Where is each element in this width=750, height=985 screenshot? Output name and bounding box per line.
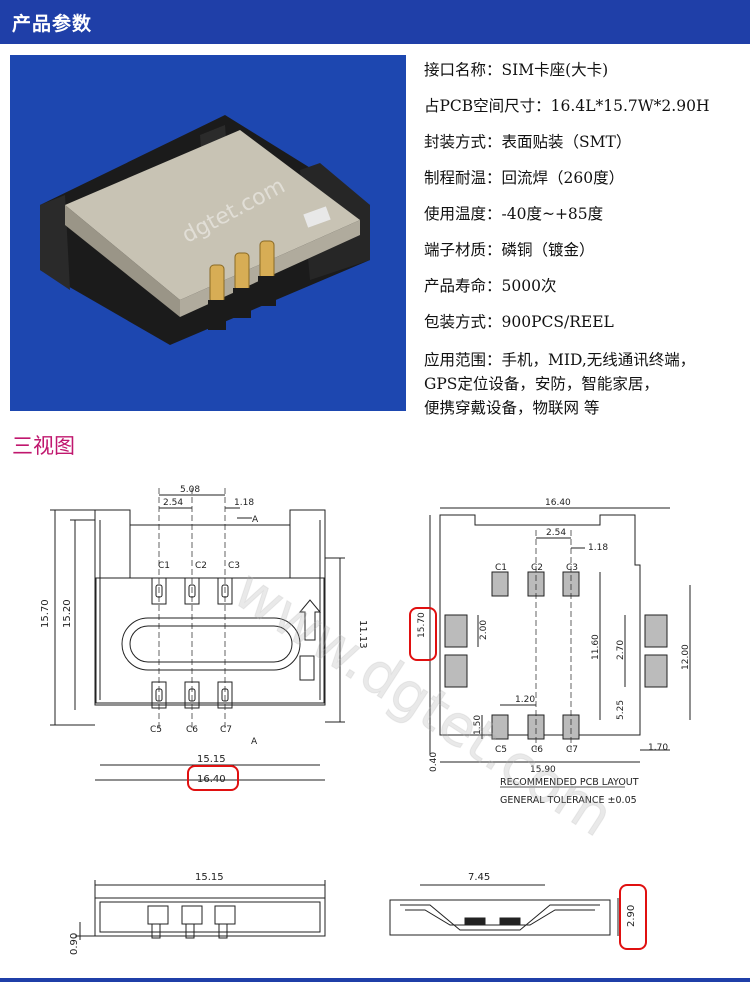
end-dim-290: 2.90 [626,905,637,927]
spec-pcb-size: 占PCB空间尺寸：16.4L*15.7W*2.90H [424,97,710,115]
highlight-290 [619,884,647,950]
top-dim-1640: 16.40 [197,774,226,785]
highlight-1570 [409,607,437,661]
pcb-dim-040: 0.40 [429,752,439,772]
pcb-dim-200: 2.00 [479,620,489,640]
end-view-drawing: 7.45 2.90 [389,872,647,950]
side-dim-090: 0.90 [69,933,80,955]
pcb-dim-1590: 15.90 [530,765,556,775]
top-dim-1520: 15.20 [62,599,73,628]
spec-interface: 接口名称：SIM卡座(大卡) [424,61,609,79]
header-bar: 产品参数 [0,0,750,44]
spec-app-line2: GPS定位设备，安防，智能家居， [424,375,659,393]
end-dim-745: 7.45 [468,872,490,883]
pcb-dim-1200: 12.00 [681,644,691,670]
top-dim-508: 5.08 [180,485,200,495]
pcb-dim-150: 1.50 [473,715,483,735]
spec-lifespan: 产品寿命：5000次 [424,277,557,295]
sim-connector-illustration: dgtet.com [40,115,370,345]
header-title: 产品参数 [12,13,93,35]
pcb-dim-120: 1.20 [515,695,535,705]
pcb-dim-525: 5.25 [616,700,626,720]
top-mark-a2: A [251,737,258,747]
top-c7: C7 [220,725,232,735]
top-c1: C1 [158,561,170,571]
footer-divider [0,978,750,982]
spec-list: 接口名称：SIM卡座(大卡) 占PCB空间尺寸：16.4L*15.7W*2.90… [424,52,744,420]
technical-drawings: 5.08 2.54 1.18 A A C1 C2 C3 C5 C6 C7 15.… [0,460,750,980]
pcb-c7: C7 [566,745,578,755]
top-c3: C3 [228,561,240,571]
side-dim-1515: 15.15 [195,872,224,883]
top-dim-118: 1.18 [234,498,254,508]
top-dim-1515: 15.15 [197,754,226,765]
top-c6: C6 [186,725,198,735]
spec-terminal-material: 端子材质：磷铜（镀金） [424,241,595,259]
pcb-c6: C6 [531,745,543,755]
pcb-dim-1570: 15.70 [417,612,427,638]
top-dim-1113: 11.13 [357,620,368,649]
spec-applications: 应用范围：手机，MID,无线通讯终端， GPS定位设备，安防，智能家居， 便携穿… [424,348,744,420]
pcb-c3: C3 [566,563,578,573]
pcb-layout-drawing: 16.40 2.54 1.18 C1 C2 C3 C5 C6 C7 1.20 1… [409,498,691,806]
pcb-c1: C1 [495,563,507,573]
top-mark-a1: A [252,515,259,525]
highlight-1640 [187,765,239,791]
top-view-drawing: 5.08 2.54 1.18 A A C1 C2 C3 C5 C6 C7 15.… [40,485,368,791]
pcb-dim-1640: 16.40 [545,498,571,508]
pcb-dim-1160: 11.60 [591,634,601,660]
top-c5: C5 [150,725,162,735]
product-photo: dgtet.com [10,55,406,411]
pcb-dim-270: 2.70 [616,640,626,660]
pcb-c5: C5 [495,745,507,755]
section-title: 三视图 [12,434,75,458]
pcb-dim-254: 2.54 [546,528,566,538]
pcb-caption-2: GENERAL TOLERANCE ±0.05 [500,795,637,806]
spec-operating-temp: 使用温度：-40度~+85度 [424,205,604,223]
pcb-caption-1: RECOMMENDED PCB LAYOUT [500,777,639,788]
top-c2: C2 [195,561,207,571]
spec-packing: 包装方式：900PCS/REEL [424,313,614,331]
spec-app-line3: 便携穿戴设备，物联网 等 [424,399,600,417]
spec-process-temp: 制程耐温：回流焊（260度） [424,169,625,187]
side-view-drawing: 15.15 0.90 [69,872,326,955]
spec-package: 封装方式：表面贴装（SMT） [424,133,632,151]
pcb-c2: C2 [531,563,543,573]
spec-app-line1: 应用范围：手机，MID,无线通讯终端， [424,351,696,369]
pcb-dim-170: 1.70 [648,743,668,753]
pcb-dim-118: 1.18 [588,543,608,553]
top-dim-254: 2.54 [163,498,183,508]
top-dim-1570: 15.70 [40,599,51,628]
